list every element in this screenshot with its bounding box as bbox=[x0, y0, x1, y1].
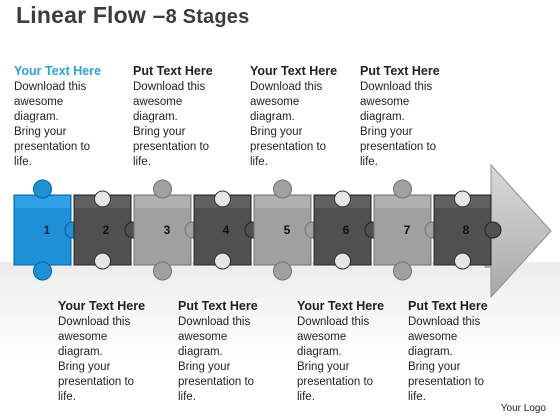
stage-number: 7 bbox=[404, 223, 411, 237]
text-heading: Your Text Here bbox=[250, 64, 338, 78]
text-body: Download this awesome diagram. Bring you… bbox=[178, 316, 255, 403]
arrow-head bbox=[484, 163, 552, 299]
top-text-block-3: Your Text Here Download this awesome dia… bbox=[250, 64, 360, 170]
puzzle-piece-8: 8 bbox=[433, 190, 502, 270]
text-heading: Put Text Here bbox=[408, 299, 488, 313]
text-body: Download this awesome diagram. Bring you… bbox=[133, 81, 210, 168]
text-heading: Your Text Here bbox=[14, 64, 102, 78]
text-body: Download this awesome diagram. Bring you… bbox=[408, 316, 485, 403]
stage-number: 5 bbox=[284, 223, 291, 237]
top-text-block-1: Your Text Here Download this awesome dia… bbox=[14, 64, 124, 170]
puzzle-piece-6: 6 bbox=[313, 190, 382, 270]
stage-number: 3 bbox=[164, 223, 171, 237]
text-body: Download this awesome diagram. Bring you… bbox=[58, 316, 135, 403]
puzzle-flow: 1 2 3 4 5 6 7 8 bbox=[13, 163, 552, 299]
top-text-block-4: Put Text Here Download this awesome diag… bbox=[360, 64, 470, 170]
text-body: Download this awesome diagram. Bring you… bbox=[360, 81, 437, 168]
floor-shadow bbox=[0, 262, 560, 420]
bottom-text-block-3: Your Text Here Download this awesome dia… bbox=[297, 299, 407, 405]
text-body: Download this awesome diagram. Bring you… bbox=[14, 81, 91, 168]
puzzle-piece-3: 3 bbox=[133, 179, 202, 281]
text-heading: Put Text Here bbox=[178, 299, 258, 313]
bottom-text-block-1: Your Text Here Download this awesome dia… bbox=[58, 299, 168, 405]
stage-number: 1 bbox=[44, 223, 51, 237]
stage-number: 8 bbox=[463, 223, 470, 237]
puzzle-piece-4: 4 bbox=[193, 190, 262, 270]
stage-number: 6 bbox=[343, 223, 350, 237]
text-heading: Your Text Here bbox=[58, 299, 146, 313]
bottom-text-block-4: Put Text Here Download this awesome diag… bbox=[408, 299, 518, 405]
text-body: Download this awesome diagram. Bring you… bbox=[250, 81, 327, 168]
title-main: Linear Flow – bbox=[16, 2, 166, 28]
logo-text: Your Logo bbox=[500, 403, 546, 414]
stage-number: 4 bbox=[223, 223, 230, 237]
text-heading: Your Text Here bbox=[297, 299, 385, 313]
top-text-block-2: Put Text Here Download this awesome diag… bbox=[133, 64, 243, 170]
stage-number: 2 bbox=[103, 223, 110, 237]
puzzle-piece-7: 7 bbox=[373, 179, 442, 281]
title-sub: 8 Stages bbox=[165, 6, 250, 28]
puzzle-piece-2: 2 bbox=[73, 190, 142, 270]
bottom-text-block-2: Put Text Here Download this awesome diag… bbox=[178, 299, 288, 405]
text-heading: Put Text Here bbox=[360, 64, 440, 78]
text-body: Download this awesome diagram. Bring you… bbox=[297, 316, 374, 403]
page-title: Linear Flow –8 Stages bbox=[16, 2, 249, 29]
text-heading: Put Text Here bbox=[133, 64, 213, 78]
puzzle-piece-1: 1 bbox=[13, 179, 82, 281]
puzzle-piece-5: 5 bbox=[253, 179, 322, 281]
